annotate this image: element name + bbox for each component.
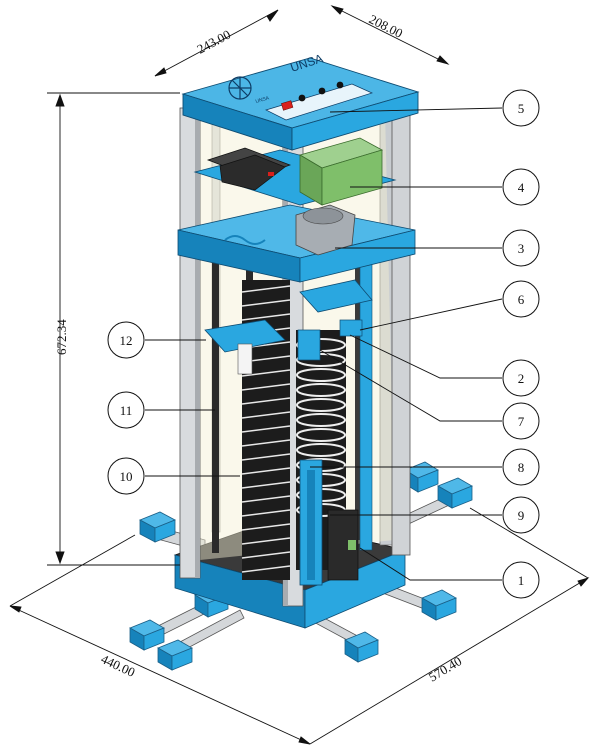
dim-top-depth: 243.00 <box>194 27 233 57</box>
callout-label-5: 5 <box>518 101 525 116</box>
callout-label-12: 12 <box>120 333 133 348</box>
clamp-block-small <box>339 319 363 337</box>
callout-circle-12 <box>107 321 145 359</box>
callout-label-9: 9 <box>518 508 525 523</box>
callout-label-11: 11 <box>120 403 133 418</box>
callout-circle-1 <box>502 561 540 599</box>
base-foot <box>421 589 457 621</box>
threaded-rod <box>212 258 219 553</box>
callout-label-2: 2 <box>518 371 525 386</box>
callout-circle-6 <box>502 280 540 318</box>
callout-leaders <box>145 107 503 581</box>
callout-circle-4 <box>502 168 540 206</box>
dim-height: 672.34 <box>54 319 69 355</box>
clamp-block <box>297 329 321 361</box>
lid-front-right <box>291 91 419 151</box>
callout-labels: 5 4 3 6 2 7 8 9 1 12 11 10 <box>120 101 525 588</box>
base-foot <box>139 511 176 543</box>
lid-logo <box>228 76 252 100</box>
threaded-rod <box>355 250 362 540</box>
base-foot <box>344 631 379 663</box>
callout-label-4: 4 <box>518 180 525 195</box>
lid-badge-text: UNSA <box>255 95 271 105</box>
callout-circle-5 <box>502 89 540 127</box>
panel-button <box>298 94 306 102</box>
callout-label-3: 3 <box>518 241 525 256</box>
callout-markers <box>107 89 540 599</box>
base-plate-front-right <box>304 549 406 629</box>
panel-button <box>336 81 344 89</box>
carriage-right <box>299 279 373 313</box>
callout-circle-7 <box>502 402 540 440</box>
callout-circle-8 <box>502 448 540 486</box>
callout-label-8: 8 <box>518 460 525 475</box>
dimension-lines <box>9 5 590 745</box>
callout-circle-2 <box>502 359 540 397</box>
electronics-shelf <box>193 137 397 206</box>
dim-base-width: 570.40 <box>426 653 464 684</box>
internal-parts <box>204 249 373 586</box>
upper-carriage <box>204 319 286 353</box>
dim-top-width: 208.00 <box>367 11 406 41</box>
callout-circle-3 <box>502 229 540 267</box>
base-foot <box>129 619 165 651</box>
callout-label-7: 7 <box>518 414 525 429</box>
callout-circle-11 <box>107 391 145 429</box>
callout-circle-9 <box>502 496 540 534</box>
power-switch <box>281 100 294 111</box>
top-lid: UNSA UNSA <box>181 51 420 151</box>
callout-label-6: 6 <box>518 292 525 307</box>
middle-plate <box>177 204 416 283</box>
callout-circle-10 <box>107 457 145 495</box>
callout-label-1: 1 <box>518 573 525 588</box>
panel-button <box>318 87 326 95</box>
column-right <box>391 99 411 556</box>
callout-label-10: 10 <box>120 469 133 484</box>
middle-plate-front-right <box>299 229 416 283</box>
base-foot <box>437 477 473 509</box>
base-foot <box>157 639 193 671</box>
